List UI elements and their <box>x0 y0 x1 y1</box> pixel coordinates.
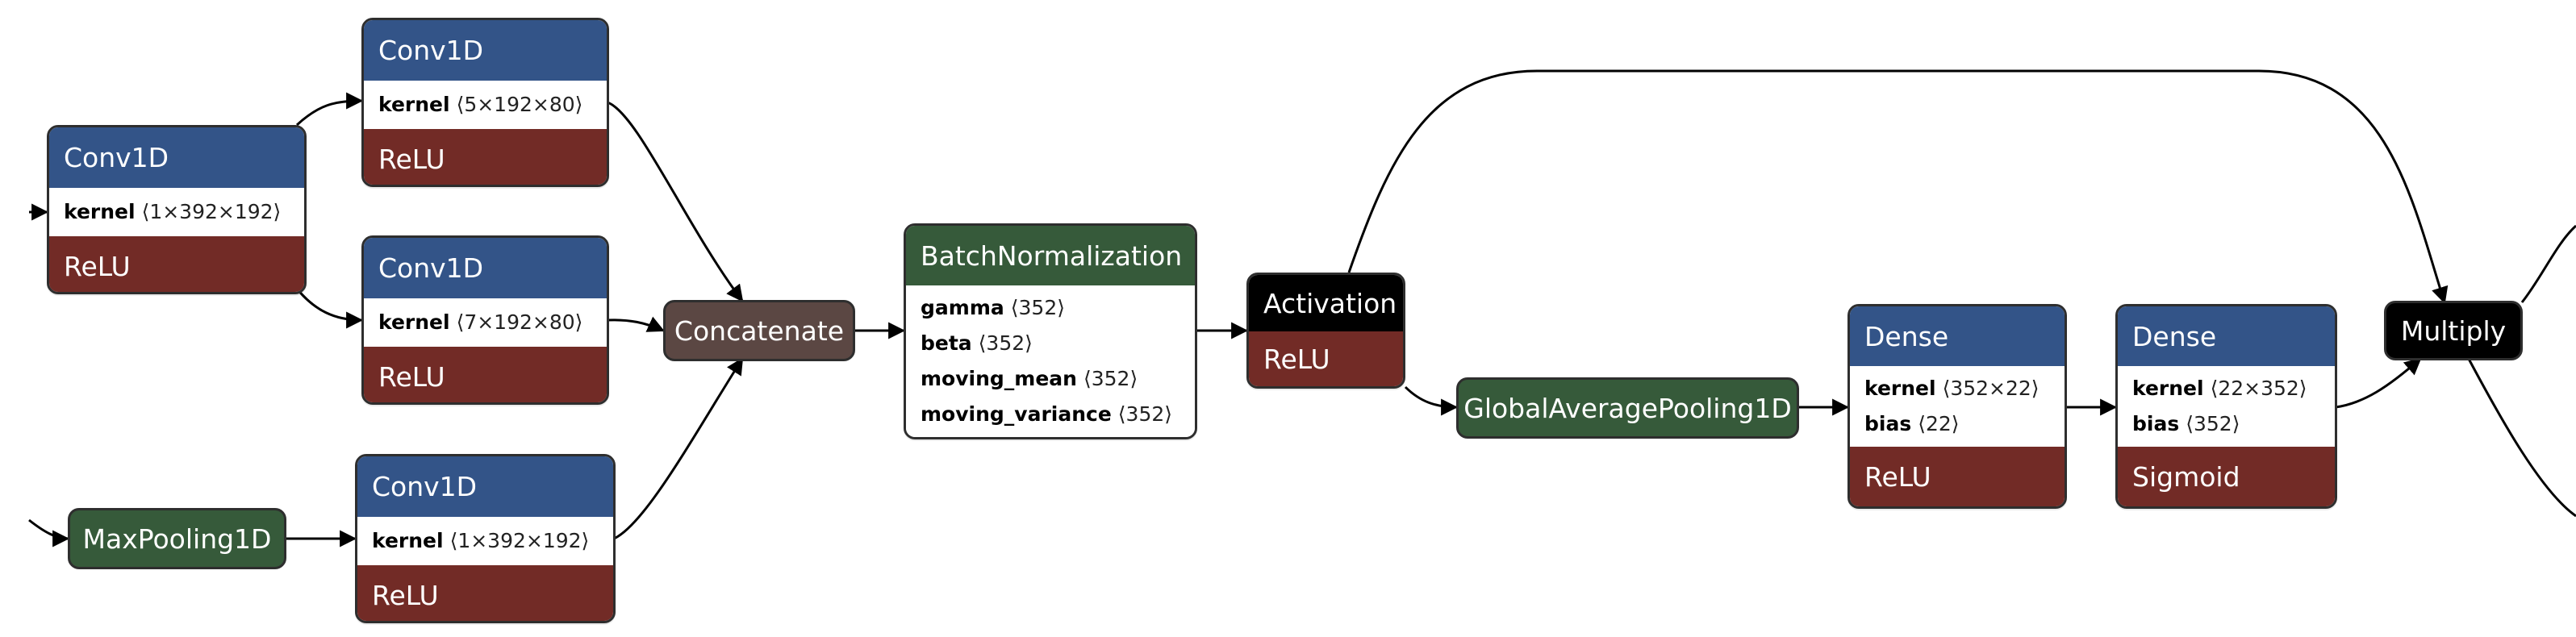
param-shape: ⟨352⟩ <box>1117 402 1173 426</box>
param-shape: ⟨1×392×192⟩ <box>449 529 590 552</box>
param-row: bias ⟨22⟩ <box>1864 406 2065 442</box>
param-shape: ⟨352⟩ <box>978 331 1033 355</box>
node-params: kernel ⟨22×352⟩ bias ⟨352⟩ <box>2118 366 2335 447</box>
param-shape: ⟨22×352⟩ <box>2210 377 2307 400</box>
param-row: kernel ⟨22×352⟩ <box>2132 371 2335 406</box>
node-params: gamma⟨352⟩ beta⟨352⟩ moving_mean⟨352⟩ mo… <box>906 285 1195 437</box>
param-name: moving_variance <box>921 402 1112 426</box>
node-globalaveragepooling1d[interactable]: GlobalAveragePooling1D <box>1456 377 1799 439</box>
param-row: kernel ⟨5×192×80⟩ <box>378 87 607 123</box>
node-conv1d-input[interactable]: Conv1D kernel⟨1×392×192⟩ ReLU <box>47 125 307 294</box>
node-activation: ReLU <box>364 129 607 185</box>
param-row: kernel⟨1×392×192⟩ <box>372 523 613 559</box>
param-shape: ⟨352⟩ <box>1010 296 1065 319</box>
node-batchnormalization[interactable]: BatchNormalization gamma⟨352⟩ beta⟨352⟩ … <box>904 223 1197 439</box>
node-activation: ReLU <box>1850 447 2065 506</box>
node-activation: ReLU <box>357 565 613 621</box>
node-activation-fn: ReLU <box>1249 331 1403 386</box>
param-name: beta <box>921 331 972 355</box>
node-title: Conv1D <box>49 127 304 188</box>
edge-conv-d-concat <box>613 357 744 540</box>
edge-conv-b-concat <box>607 101 744 302</box>
param-row: moving_variance⟨352⟩ <box>921 397 1195 432</box>
edge-conv-c-concat <box>607 316 665 332</box>
param-row: gamma ⟨352⟩ <box>921 290 1195 326</box>
param-name: gamma <box>921 296 1004 319</box>
node-params: kernel⟨1×392×192⟩ <box>357 517 613 565</box>
node-title: Activation <box>1249 275 1403 331</box>
param-name: kernel <box>64 200 136 223</box>
param-name: kernel <box>372 529 444 552</box>
param-shape: ⟨5×192×80⟩ <box>456 93 583 116</box>
node-maxpooling1d[interactable]: MaxPooling1D <box>68 508 286 569</box>
edge-conv-a-conv-c <box>295 288 364 329</box>
param-name: kernel <box>378 310 450 334</box>
param-shape: ⟨1×392×192⟩ <box>141 200 282 223</box>
node-activation: ReLU <box>364 347 607 402</box>
node-conv1d-k5[interactable]: Conv1D kernel ⟨5×192×80⟩ ReLU <box>361 18 609 187</box>
param-row: bias ⟨352⟩ <box>2132 406 2335 442</box>
param-shape: ⟨22⟩ <box>1918 412 1960 435</box>
node-title: Dense <box>1850 306 2065 366</box>
node-params: kernel ⟨5×192×80⟩ <box>364 81 607 129</box>
param-shape: ⟨352⟩ <box>2186 412 2240 435</box>
node-dense-sigmoid[interactable]: Dense kernel ⟨22×352⟩ bias ⟨352⟩ Sigmoid <box>2115 304 2337 509</box>
node-title: Conv1D <box>357 456 613 517</box>
edge-dense-b-multiply <box>2335 357 2422 409</box>
edge-input-maxpool <box>28 518 70 547</box>
node-conv1d-k7[interactable]: Conv1D kernel⟨7×192×80⟩ ReLU <box>361 235 609 405</box>
param-row: beta⟨352⟩ <box>921 326 1195 361</box>
node-title: Dense <box>2118 306 2335 366</box>
node-activation: ReLU <box>49 236 304 292</box>
node-params: kernel ⟨352×22⟩ bias ⟨22⟩ <box>1850 366 2065 447</box>
edge-activation-gap <box>1404 385 1459 416</box>
param-name: kernel <box>378 93 450 116</box>
param-name: moving_mean <box>921 367 1077 390</box>
param-name: kernel <box>2132 377 2204 400</box>
node-concatenate[interactable]: Concatenate <box>663 300 855 361</box>
param-shape: ⟨7×192×80⟩ <box>456 310 583 334</box>
node-conv1d-pool[interactable]: Conv1D kernel⟨1×392×192⟩ ReLU <box>355 454 616 623</box>
param-row: kernel⟨7×192×80⟩ <box>378 305 607 340</box>
edge-activation-multiply <box>1347 69 2449 305</box>
node-multiply[interactable]: Multiply <box>2384 301 2523 360</box>
param-shape: ⟨352×22⟩ <box>1942 377 2040 400</box>
param-row: kernel⟨1×392×192⟩ <box>64 194 304 230</box>
param-shape: ⟨352⟩ <box>1083 367 1138 390</box>
edge-multiply-out-upper <box>2520 224 2576 303</box>
param-row: moving_mean ⟨352⟩ <box>921 361 1195 397</box>
node-activation: Sigmoid <box>2118 447 2335 506</box>
param-name: kernel <box>1864 377 1936 400</box>
param-name: bias <box>2132 412 2180 435</box>
edge-multiply-out-lower <box>2467 358 2576 518</box>
node-dense-relu[interactable]: Dense kernel ⟨352×22⟩ bias ⟨22⟩ ReLU <box>1847 304 2067 509</box>
node-title: Conv1D <box>364 20 607 81</box>
node-activation[interactable]: Activation ReLU <box>1246 273 1405 389</box>
param-name: bias <box>1864 412 1912 435</box>
param-row: kernel ⟨352×22⟩ <box>1864 371 2065 406</box>
node-params: kernel⟨7×192×80⟩ <box>364 298 607 347</box>
edge-conv-a-conv-b <box>295 92 364 127</box>
node-title: BatchNormalization <box>906 226 1195 285</box>
node-params: kernel⟨1×392×192⟩ <box>49 188 304 236</box>
node-title: Conv1D <box>364 238 607 298</box>
